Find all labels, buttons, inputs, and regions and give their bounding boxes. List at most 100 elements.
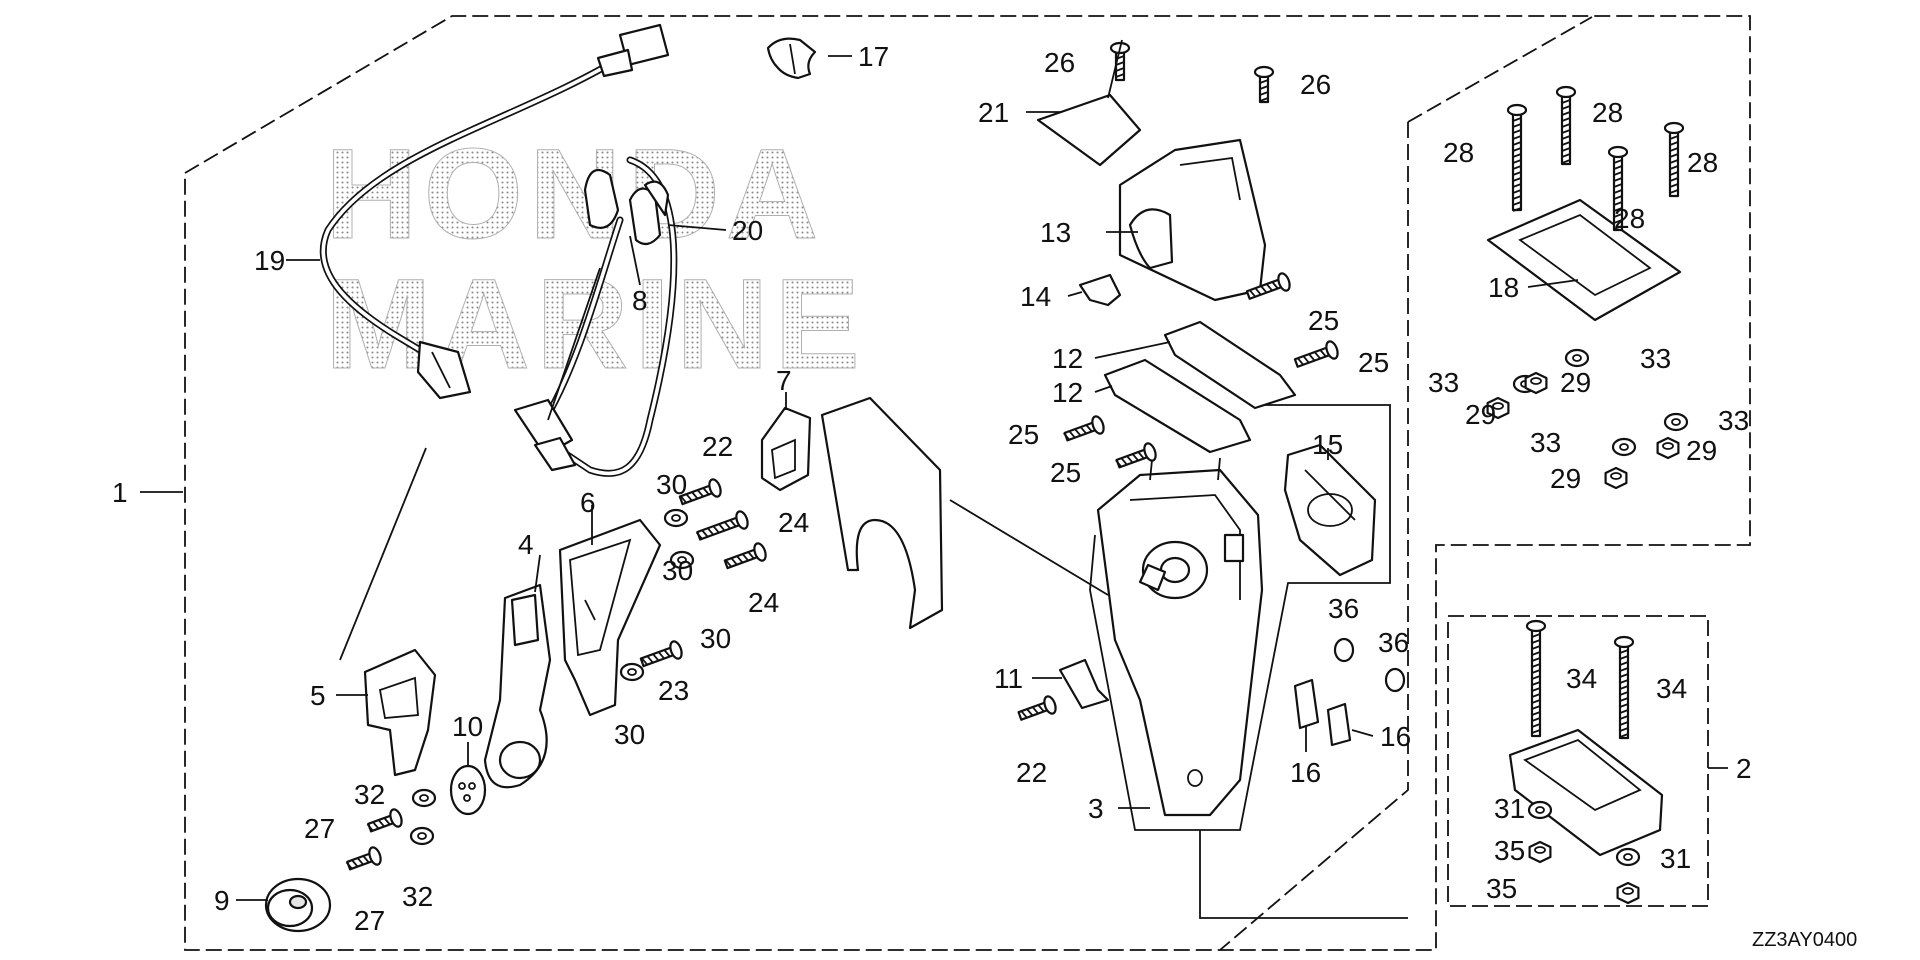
callout-28b: 28 — [1592, 97, 1623, 128]
callout-labels: 1 2 3 4 5 6 7 8 9 10 11 12 12 13 14 15 1… — [112, 41, 1752, 936]
part-9-knob — [264, 877, 332, 933]
callout-24a: 24 — [778, 507, 809, 538]
callout-16a: 16 — [1290, 757, 1321, 788]
callout-17: 17 — [858, 41, 889, 72]
washer-33-a — [1564, 348, 1590, 368]
part-8-connector — [583, 168, 670, 246]
callout-6: 6 — [580, 487, 596, 518]
nut-29-a — [1524, 371, 1548, 395]
callout-15: 15 — [1312, 429, 1343, 460]
screw-27-a — [366, 808, 403, 833]
bracket-3 — [949, 404, 1408, 919]
callout-30d: 30 — [614, 719, 645, 750]
bolt-34-b — [1613, 635, 1635, 740]
callout-26b: 26 — [1300, 69, 1331, 100]
watermark-line1: HONDA — [325, 123, 824, 266]
part-11-clip — [1058, 658, 1110, 710]
watermark: HONDA MARINE — [325, 123, 866, 397]
callout-26a: 26 — [1044, 47, 1075, 78]
part-6-cover — [558, 518, 662, 717]
callout-2: 2 — [1736, 753, 1752, 784]
nut-29-c — [1656, 436, 1680, 460]
watermark-line2: MARINE — [325, 253, 866, 396]
callout-19: 19 — [254, 245, 285, 276]
callout-8: 8 — [632, 285, 648, 316]
part-10-disc — [449, 764, 487, 816]
bolt-28-a — [1506, 103, 1528, 212]
callout-22a: 22 — [702, 431, 733, 462]
part-15-cam — [1283, 443, 1377, 577]
part-13-top-cover — [1118, 138, 1267, 302]
nuts-washers — [409, 348, 1689, 905]
callout-10: 10 — [452, 711, 483, 742]
leader-lines — [140, 39, 1728, 901]
bolt-22-lower — [1017, 695, 1057, 721]
part-14-clip — [1078, 273, 1122, 307]
callout-28a: 28 — [1443, 137, 1474, 168]
washer-30-b — [669, 550, 695, 570]
callout-29c: 29 — [1686, 435, 1717, 466]
callout-30c: 30 — [700, 623, 731, 654]
callout-11: 11 — [994, 663, 1023, 694]
callout-34b: 34 — [1656, 673, 1687, 704]
washer-32-b — [409, 826, 435, 846]
part-21-plate — [1036, 93, 1142, 167]
callout-24b: 24 — [748, 587, 779, 618]
bolt-24-lower — [723, 542, 767, 570]
nut-35-b — [1616, 881, 1640, 905]
callout-14: 14 — [1020, 281, 1051, 312]
callout-23: 23 — [658, 675, 689, 706]
callout-5: 5 — [310, 680, 326, 711]
part-18-gasket — [1486, 198, 1682, 322]
callout-29d: 29 — [1550, 463, 1581, 494]
callout-32a: 32 — [354, 779, 385, 810]
washer-33-c — [1663, 412, 1689, 432]
washer-31-a — [1527, 800, 1553, 820]
callout-1: 1 — [112, 477, 128, 508]
callout-25c: 25 — [1008, 419, 1039, 450]
callout-25b: 25 — [1358, 347, 1389, 378]
part-36-clips — [1333, 637, 1406, 693]
bolt-23 — [639, 640, 683, 668]
callout-13: 13 — [1040, 217, 1071, 248]
callout-28d: 28 — [1614, 203, 1645, 234]
screw-27-b — [345, 846, 382, 871]
part-19-harness — [319, 23, 670, 400]
callout-33a: 33 — [1640, 343, 1671, 374]
callout-27a: 27 — [304, 813, 335, 844]
callout-36b: 36 — [1378, 627, 1409, 658]
part-12-brackets — [1103, 320, 1297, 454]
callout-25d: 25 — [1050, 457, 1081, 488]
callout-7: 7 — [776, 365, 792, 396]
callout-25a: 25 — [1308, 305, 1339, 336]
callout-30b: 30 — [662, 555, 693, 586]
washer-30-a — [663, 508, 689, 528]
part-5-housing — [363, 648, 437, 777]
callout-9: 9 — [214, 885, 230, 916]
bolt-25-b — [1293, 340, 1339, 368]
nut-29-d — [1604, 466, 1628, 490]
nut-29-b — [1486, 396, 1510, 420]
bolt-28-b — [1555, 85, 1577, 166]
callout-27b: 27 — [354, 905, 385, 936]
screw-26-b — [1253, 65, 1275, 104]
callout-35a: 35 — [1494, 835, 1525, 866]
callout-31a: 31 — [1494, 793, 1525, 824]
callout-33d: 33 — [1530, 427, 1561, 458]
callout-31b: 31 — [1660, 843, 1691, 874]
bolt-25-c — [1063, 415, 1105, 442]
callout-12b: 12 — [1052, 377, 1083, 408]
frame-kit-2 — [1447, 615, 1709, 907]
callout-3: 3 — [1088, 793, 1104, 824]
frame-kit-top-right — [1407, 16, 1593, 123]
washer-30-c — [619, 662, 645, 682]
gasket-sheet — [820, 396, 944, 630]
frame-assembly-1 — [184, 15, 1751, 951]
part-2-box — [1508, 728, 1664, 857]
washer-32-a — [411, 788, 437, 808]
callout-33c: 33 — [1718, 405, 1749, 436]
bolt-25-a — [1245, 272, 1291, 300]
callout-33b: 33 — [1428, 367, 1459, 398]
washer-31-b — [1615, 847, 1641, 867]
part-4-lever — [483, 583, 552, 789]
